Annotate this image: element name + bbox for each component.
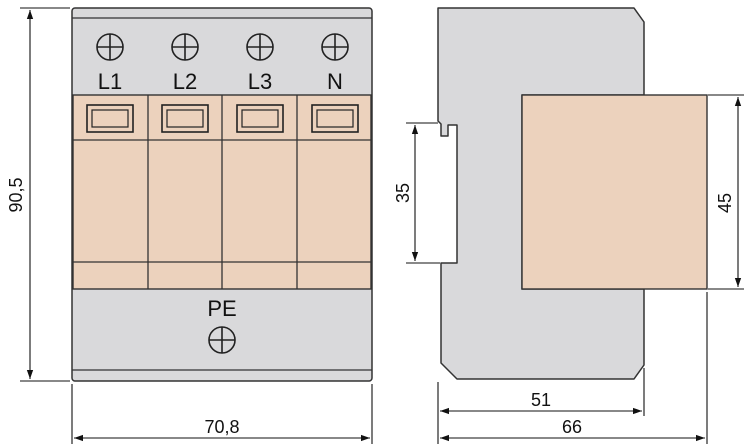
- screw-terminal-icon: [96, 33, 124, 61]
- rail-dimension-label: 35: [393, 183, 413, 203]
- screw-terminal-icon: [246, 33, 274, 61]
- depth-dimension-label: 51: [531, 390, 551, 410]
- screw-terminal-icon: [321, 33, 349, 61]
- height-dimension-label: 90,5: [6, 177, 26, 212]
- terminal-label-n: N: [327, 69, 343, 94]
- pe-screw-terminal-icon: [208, 326, 236, 354]
- terminal-label-l2: L2: [173, 69, 197, 94]
- module-dimension-label: 45: [715, 193, 735, 213]
- terminal-label-l3: L3: [248, 69, 272, 94]
- pe-label: PE: [207, 296, 236, 321]
- height-dimension: [20, 7, 70, 382]
- depth-dimension: [437, 368, 645, 444]
- total-depth-dimension-label: 66: [562, 417, 582, 437]
- total-depth-dimension: [440, 292, 708, 444]
- front-view: L1 L2 L3 N PE 90,5 70,8: [6, 7, 373, 444]
- width-dimension-label: 70,8: [204, 417, 239, 437]
- terminal-label-l1: L1: [98, 69, 122, 94]
- side-view: 35 45 51 66: [393, 7, 744, 444]
- rail-dimension: [406, 122, 440, 264]
- module-dimension: [708, 94, 744, 290]
- screw-terminal-icon: [171, 33, 199, 61]
- width-dimension: [71, 384, 373, 444]
- status-windows: [86, 104, 359, 133]
- side-module: [521, 94, 708, 290]
